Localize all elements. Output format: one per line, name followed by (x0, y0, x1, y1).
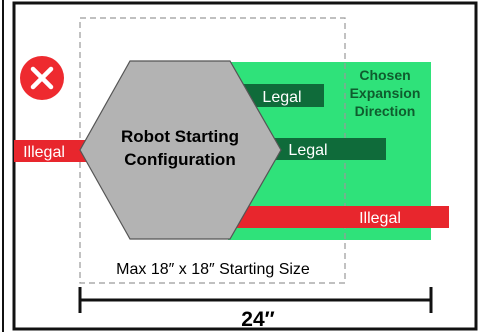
direction-label-line3: Direction (355, 103, 416, 119)
robot-label-line2: Configuration (124, 150, 235, 169)
legal-label-top: Legal (262, 89, 301, 106)
max-size-boundary (79, 17, 346, 284)
direction-label-line1: Chosen (359, 67, 410, 83)
illegal-bar-right (236, 206, 449, 228)
max-size-label: Max 18″ x 18″ Starting Size (116, 261, 310, 278)
legal-bar-top (240, 84, 324, 107)
close-icon (20, 56, 64, 100)
dimension-label: 24″ (241, 308, 274, 331)
dimension-bracket (78, 287, 433, 313)
legal-label-middle: Legal (288, 142, 327, 159)
robot-label-line1: Robot Starting (121, 127, 239, 146)
legal-bar-middle (262, 138, 386, 160)
illegal-label-left: Illegal (23, 144, 65, 161)
robot-hexagon (79, 60, 282, 240)
close-icon-stroke-b (30, 66, 54, 90)
direction-label-line2: Expansion (350, 85, 421, 101)
illegal-label-right: Illegal (359, 210, 401, 227)
main-frame (12, 1, 478, 331)
